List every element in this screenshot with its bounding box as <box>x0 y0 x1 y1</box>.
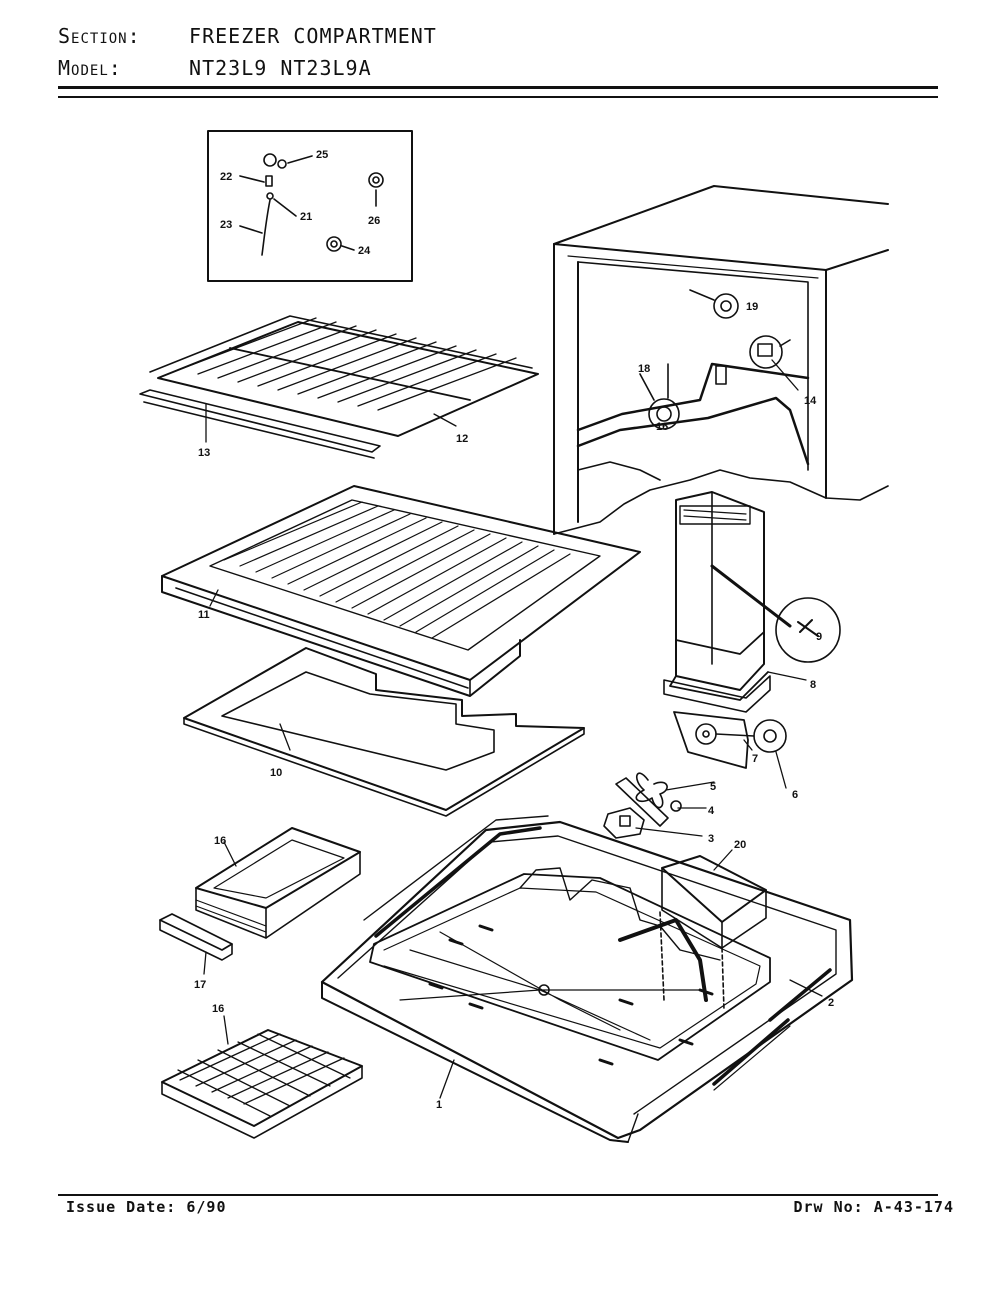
callout-5: 5 <box>710 781 716 793</box>
section-title: FREEZER COMPARTMENT <box>189 24 437 48</box>
fan-motor-assembly <box>673 711 787 769</box>
freezer-cabinet <box>553 185 889 535</box>
callout-16a: 16 <box>656 421 668 433</box>
callout-24: 24 <box>358 245 371 257</box>
callout-2: 2 <box>828 997 834 1009</box>
callout-1: 1 <box>436 1099 442 1111</box>
callout-26: 26 <box>368 215 380 227</box>
wire-shelf <box>139 315 539 459</box>
liner-panel <box>183 647 585 817</box>
fan-blade-assembly <box>603 772 682 839</box>
model-label: Model: <box>58 56 122 80</box>
freezer-base-pan <box>320 815 854 1143</box>
callout-11: 11 <box>198 609 210 621</box>
leader-lines <box>203 359 823 1099</box>
header-rule-thick <box>58 86 938 89</box>
model-numbers: NT23L9 NT23L9A <box>189 56 372 80</box>
callout-20: 20 <box>734 839 746 851</box>
callout-16c: 16 <box>212 1003 224 1015</box>
section-label: Section: <box>58 24 141 48</box>
callout-9: 9 <box>816 631 822 643</box>
bin-front-trim <box>159 913 233 961</box>
ice-bin <box>195 827 361 939</box>
callout-6: 6 <box>792 789 798 801</box>
callout-13: 13 <box>198 447 210 459</box>
callout-14: 14 <box>804 395 817 407</box>
callout-labels: 1 2 3 4 5 6 7 8 9 10 11 12 13 14 16 16 1… <box>194 149 834 1111</box>
callout-10: 10 <box>270 767 282 779</box>
callout-18: 18 <box>638 363 650 375</box>
callout-23: 23 <box>220 219 232 231</box>
freezer-shelf-tray <box>161 485 641 697</box>
section-line: Section: FREEZER COMPARTMENT <box>58 24 437 48</box>
callout-22: 22 <box>220 171 232 183</box>
model-line: Model: NT23L9 NT23L9A <box>58 56 372 80</box>
callout-8: 8 <box>810 679 816 691</box>
callout-25: 25 <box>316 149 328 161</box>
callout-17: 17 <box>194 979 206 991</box>
ice-cube-tray <box>161 1029 363 1139</box>
callout-21: 21 <box>300 211 312 223</box>
exploded-parts-diagram: 1 2 3 4 5 6 7 8 9 10 11 12 13 14 16 16 1… <box>139 130 889 1143</box>
issue-date: Issue Date: 6/90 <box>66 1198 227 1216</box>
callout-19: 19 <box>746 301 758 313</box>
callout-12: 12 <box>456 433 468 445</box>
header-rule-thin <box>58 96 938 98</box>
callout-16b: 16 <box>214 835 226 847</box>
evaporator-block <box>659 855 767 1011</box>
footer-rule <box>58 1194 938 1196</box>
callout-7: 7 <box>752 753 758 765</box>
inset-detail-box <box>207 130 413 282</box>
callout-3: 3 <box>708 833 714 845</box>
evaporator-cover <box>663 491 841 713</box>
callout-4: 4 <box>708 805 715 817</box>
drawing-number: Drw No: A-43-174 <box>793 1198 954 1216</box>
